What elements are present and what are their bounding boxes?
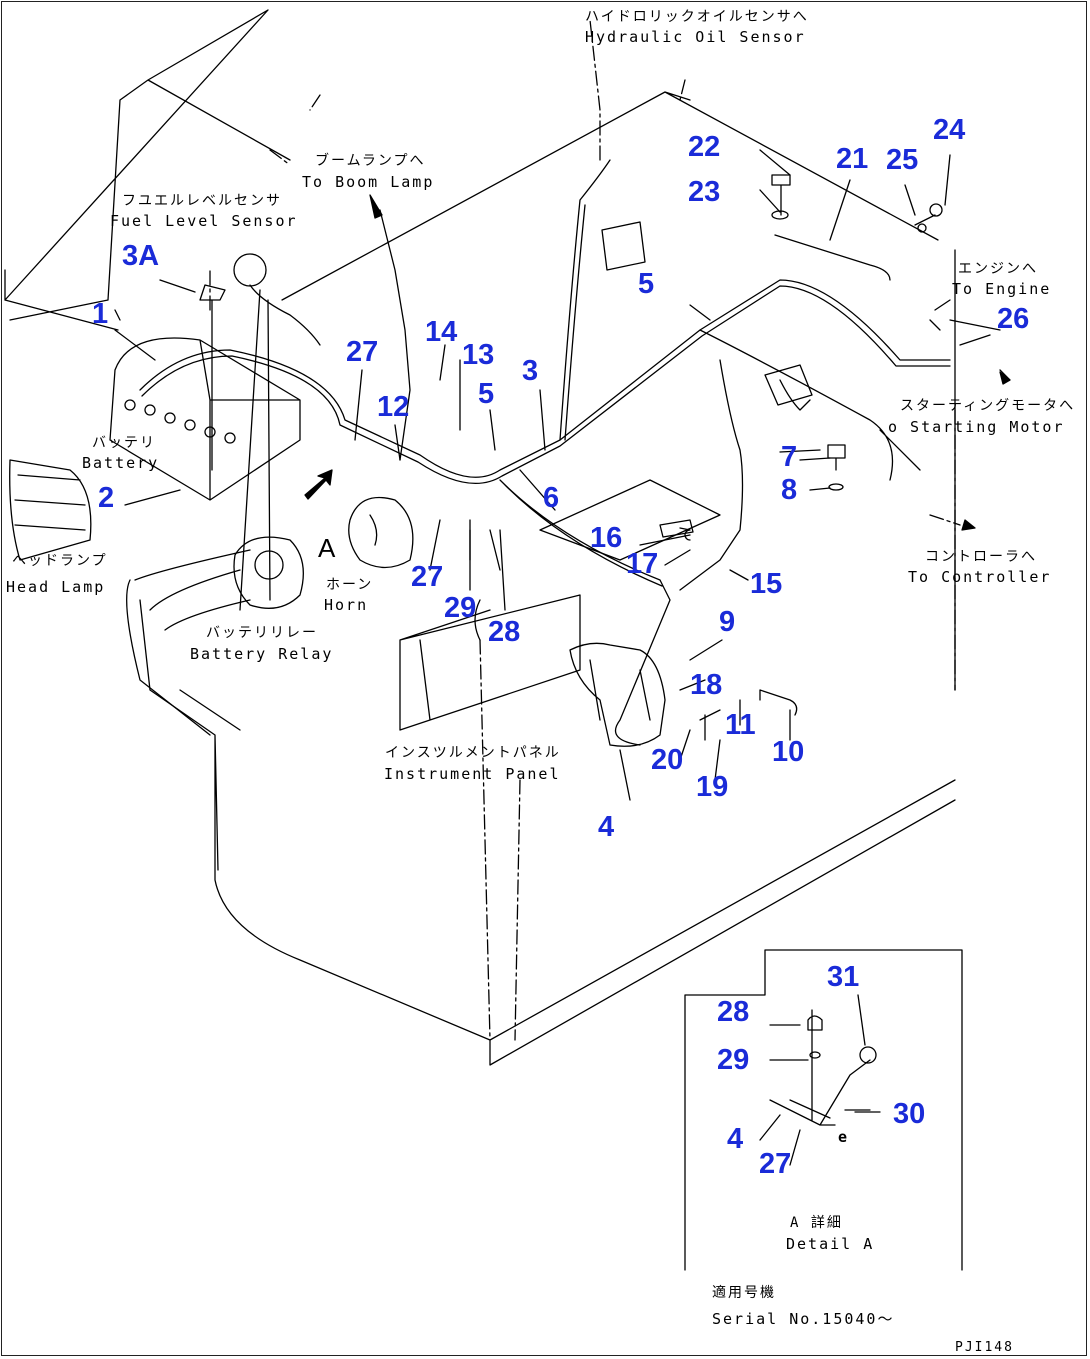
part-number-1: 1 — [92, 298, 109, 330]
fuel-sensor-disc — [233, 253, 267, 287]
boom-label-en: To Boom Lamp — [302, 173, 435, 191]
detail-frame — [684, 949, 963, 1271]
starting-label-en: o Starting Motor — [888, 418, 1065, 436]
bolt-7 — [779, 444, 846, 471]
fuel-label-jp: フユエルレベルセンサ — [122, 193, 282, 209]
detail-label-jp: A 詳細 — [790, 1215, 843, 1231]
controller-label-jp: コントローラへ — [925, 549, 1037, 565]
part-number-24: 24 — [933, 114, 966, 146]
part-number-22: 22 — [688, 131, 721, 163]
view-arrow-a — [304, 469, 333, 500]
part-number-13: 13 — [462, 339, 495, 371]
leader-lines — [114, 19, 1011, 1041]
battery-label-en: Battery — [82, 454, 160, 472]
part-number-12: 12 — [377, 391, 410, 423]
serial-label-jp: 適用号機 — [712, 1285, 776, 1301]
boom-label-jp: ブームランプへ — [315, 153, 426, 169]
part-number-11: 11 — [725, 709, 756, 741]
hood-left — [126, 579, 211, 736]
part-number-25: 25 — [886, 144, 919, 176]
part-number-27-b: 27 — [411, 561, 444, 593]
horn-label-en: Horn — [324, 596, 369, 614]
headlamp-label-jp: ヘッドランプ — [12, 553, 108, 569]
relay-label-jp: バッテリリレー — [206, 625, 318, 641]
detail-number-31: 31 — [827, 961, 860, 993]
arrow-to-engine — [934, 299, 1011, 531]
drawing-code: PJI148 — [955, 1340, 1014, 1355]
battery-label-jp: バッテリ — [92, 435, 156, 451]
part-number-3a: 3A — [122, 240, 160, 272]
part-number-18: 18 — [690, 669, 723, 701]
part-number-6: 6 — [543, 482, 560, 514]
hydraulic-label-en: Hydraulic Oil Sensor — [585, 28, 806, 46]
hydraulic-label-jp: ハイドロリックオイルセンサへ — [585, 9, 809, 25]
controller-label-en: To Controller — [908, 568, 1052, 586]
part-number-26: 26 — [997, 303, 1030, 335]
instrument-label-jp: インスツルメントパネル — [385, 745, 561, 761]
headlamp-label-en: Head Lamp — [6, 578, 106, 596]
view-letter-a: A — [318, 533, 336, 563]
detail-label-en: Detail A — [786, 1235, 875, 1253]
part-number-17: 17 — [626, 548, 659, 580]
bolt-22 — [771, 174, 791, 216]
part-number-23: 23 — [688, 176, 721, 208]
detail-number-28: 28 — [717, 996, 750, 1028]
instrument-label-en: Instrument Panel — [384, 765, 561, 783]
headlamp-shape — [9, 459, 92, 561]
horn-shape — [348, 496, 414, 569]
engine-label-jp: エンジンへ — [958, 261, 1038, 277]
part-number-10: 10 — [772, 736, 805, 768]
detail-number-27: 27 — [759, 1148, 792, 1180]
starting-label-jp: スターティングモータへ — [900, 398, 1076, 414]
bolt-16 — [659, 519, 694, 538]
part-number-4: 4 — [598, 811, 615, 843]
connector-harness-4 — [569, 642, 666, 747]
fuel-label-en: Fuel Level Sensor — [110, 212, 298, 230]
part-number-5-a: 5 — [478, 378, 495, 410]
part-number-5-b: 5 — [638, 268, 655, 300]
part-number-7: 7 — [781, 441, 798, 473]
detail-number-29: 29 — [717, 1044, 750, 1076]
part-number-21: 21 — [836, 143, 869, 175]
detail-number-30: 30 — [893, 1098, 926, 1130]
part-number-29: 29 — [444, 592, 477, 624]
cab-outline — [4, 9, 291, 331]
detail-parts — [769, 1009, 877, 1126]
fender-lines — [134, 549, 251, 731]
relay-label-en: Battery Relay — [190, 645, 334, 663]
part-number-19: 19 — [696, 771, 729, 803]
detail-number-4: 4 — [727, 1123, 744, 1155]
part-number-16: 16 — [590, 522, 623, 554]
part-number-9: 9 — [719, 606, 736, 638]
battery-box — [109, 337, 301, 501]
part-number-2: 2 — [98, 482, 115, 514]
part-number-14: 14 — [425, 316, 458, 348]
part-number-27-a: 27 — [346, 336, 379, 368]
part-number-15: 15 — [750, 568, 783, 600]
number-leaders — [114, 149, 991, 801]
ground-mark: e — [838, 1128, 848, 1146]
part-number-20: 20 — [651, 744, 684, 776]
hood-front — [139, 599, 956, 1066]
engine-label-en: To Engine — [952, 280, 1052, 298]
bolt-25-24 — [914, 203, 943, 233]
main-harness — [139, 279, 951, 478]
part-number-8: 8 — [781, 474, 798, 506]
serial-label-en: Serial No.15040～ — [712, 1310, 895, 1328]
part-number-28: 28 — [488, 616, 521, 648]
hydraulic-sensor-box — [601, 221, 646, 271]
connector-bracket — [764, 364, 813, 406]
wire-21 — [774, 234, 891, 281]
horn-label-jp: ホーン — [326, 577, 374, 593]
part-number-3: 3 — [522, 355, 539, 387]
